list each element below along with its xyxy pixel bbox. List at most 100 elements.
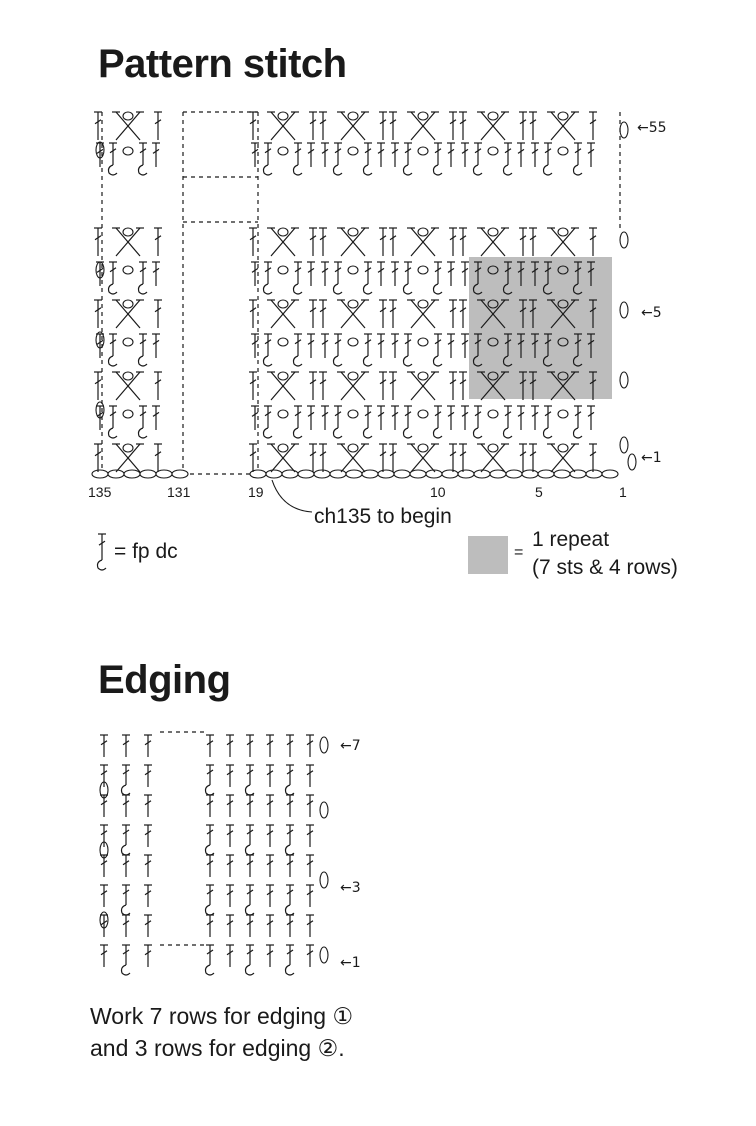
dc-tick: [122, 769, 130, 775]
loop-symbol: [417, 443, 429, 453]
dc-tick: [389, 119, 397, 125]
fp-dc-hook: [107, 427, 118, 439]
dc-tick: [574, 339, 582, 345]
crossed-stitch-b: [340, 111, 366, 141]
edging-row-label-7: ←7: [340, 738, 361, 754]
crossed-stitch-b: [410, 111, 436, 141]
dc-tick: [306, 950, 314, 956]
dc-tick: [294, 148, 302, 154]
dc-tick: [226, 830, 234, 836]
chain-stitch: [249, 469, 267, 479]
loop-symbol: [557, 146, 569, 156]
fp-dc-hook: [292, 355, 303, 367]
loop-symbol: [347, 371, 359, 381]
dc-tick: [122, 740, 130, 746]
dc-tick: [544, 148, 552, 154]
dc-tick: [122, 860, 130, 866]
chain-stitch: [619, 231, 629, 249]
loop-symbol: [557, 443, 569, 453]
dc-tick: [447, 148, 455, 154]
loop-symbol: [347, 337, 359, 347]
dc-tick: [152, 267, 160, 273]
loop-symbol: [347, 146, 359, 156]
dc-tick: [531, 148, 539, 154]
dc-tick: [144, 830, 152, 836]
dc-tick: [264, 411, 272, 417]
dc-tick: [109, 411, 117, 417]
dc-tick: [100, 800, 108, 806]
crossed-stitch-b: [270, 111, 296, 141]
chain-stitch: [521, 469, 539, 479]
dc-tick: [109, 148, 117, 154]
fp-dc-hook: [572, 283, 583, 295]
dc-tick: [434, 411, 442, 417]
dc-tick: [447, 339, 455, 345]
loop-symbol: [122, 146, 134, 156]
dc-tick: [96, 339, 104, 345]
stitch-number-5: 5: [535, 484, 543, 500]
dc-tick: [449, 235, 457, 241]
dc-tick: [309, 307, 317, 313]
fp-dc-hook: [204, 784, 215, 796]
chain-stitch: [619, 371, 629, 389]
dc-tick: [306, 770, 314, 776]
dc-tick: [109, 267, 117, 273]
dc-tick: [100, 740, 108, 746]
loop-symbol: [277, 265, 289, 275]
dc-tick: [226, 860, 234, 866]
fp-dc-hook: [137, 164, 148, 176]
dc-tick: [286, 920, 294, 926]
dc-tick: [306, 920, 314, 926]
dc-tick: [286, 769, 294, 775]
dc-tick: [519, 307, 527, 313]
fp-dc-hook: [332, 355, 343, 367]
fp-dc-hook: [120, 844, 131, 856]
loop-symbol: [557, 265, 569, 275]
chain-stitch: [99, 841, 109, 859]
repeat-highlight: [469, 257, 612, 399]
fp-dc-hook: [284, 904, 295, 916]
dc-tick: [98, 540, 106, 546]
dc-tick: [377, 339, 385, 345]
chain-stitch: [319, 946, 329, 964]
chain-stitch: [553, 469, 571, 479]
dc-tick: [249, 451, 257, 457]
dc-tick: [307, 148, 315, 154]
crossed-stitch-b: [550, 111, 576, 141]
loop-symbol: [417, 146, 429, 156]
dc-tick: [249, 307, 257, 313]
loop-symbol: [277, 443, 289, 453]
dc-tick: [154, 451, 162, 457]
fp-dc-hook: [292, 427, 303, 439]
dc-tick: [251, 339, 259, 345]
dc-tick: [434, 267, 442, 273]
dc-tick: [377, 411, 385, 417]
dc-tick: [251, 267, 259, 273]
loop-symbol: [417, 299, 429, 309]
loop-symbol: [122, 227, 134, 237]
dc-tick: [264, 339, 272, 345]
dc-tick: [264, 148, 272, 154]
dc-tick: [246, 800, 254, 806]
fp-dc-hook: [262, 427, 273, 439]
crossed-stitch-b: [410, 299, 436, 329]
dc-tick: [364, 339, 372, 345]
dc-tick: [139, 411, 147, 417]
chain-stitch: [619, 436, 629, 454]
dc-tick: [544, 411, 552, 417]
fp-dc-hook: [284, 784, 295, 796]
dc-tick: [531, 411, 539, 417]
loop-symbol: [347, 409, 359, 419]
row-label-1: ←1: [641, 450, 662, 466]
crossed-stitch-b: [410, 227, 436, 257]
dc-tick: [504, 148, 512, 154]
dc-tick: [306, 860, 314, 866]
loop-symbol: [557, 409, 569, 419]
fp-dc-hook: [284, 964, 295, 976]
dc-tick: [531, 267, 539, 273]
fp-dc-hook: [402, 355, 413, 367]
fp-dc-hook: [284, 844, 295, 856]
loop-symbol: [122, 111, 134, 121]
loop-symbol: [277, 299, 289, 309]
dc-tick: [319, 451, 327, 457]
